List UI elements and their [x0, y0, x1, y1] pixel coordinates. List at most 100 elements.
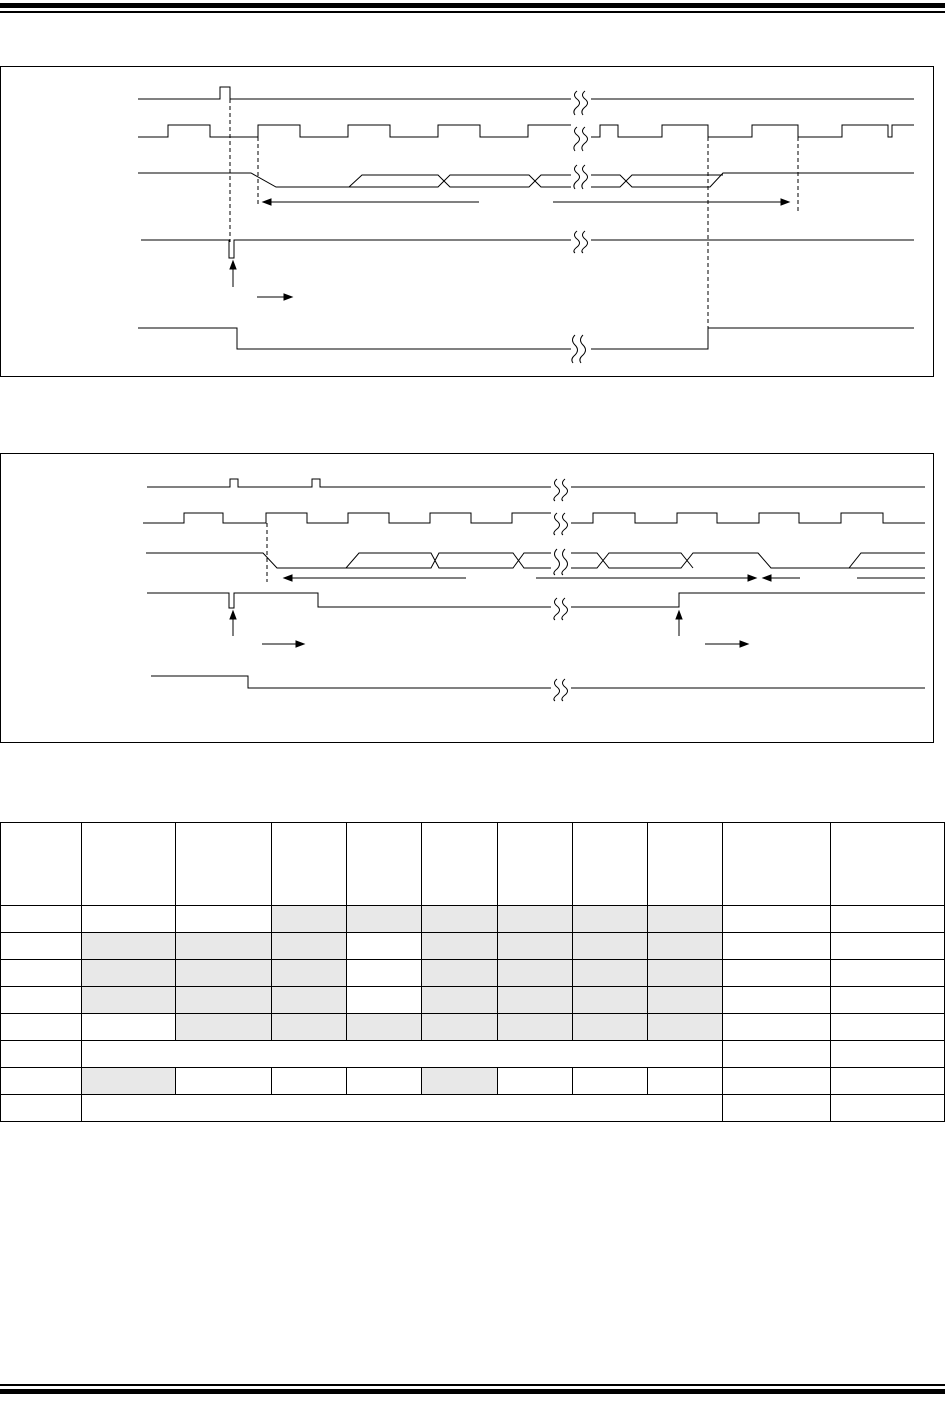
signal-data-bus-lower — [346, 552, 925, 569]
table-cell — [175, 905, 272, 933]
table-cell — [497, 932, 573, 960]
table-cell — [81, 905, 176, 933]
table-cell — [346, 959, 422, 987]
header-cell — [722, 822, 831, 906]
header-cell — [346, 822, 422, 906]
table-cell — [830, 905, 945, 933]
table-cell — [830, 1094, 945, 1122]
table-cell — [647, 1013, 723, 1041]
table-cell — [175, 1067, 272, 1095]
table-cell — [0, 1094, 82, 1122]
header-cell — [175, 822, 272, 906]
timing-diagram-2-svg — [143, 478, 925, 702]
header-cell — [647, 822, 723, 906]
table-cell — [421, 959, 498, 987]
table-row — [0, 905, 945, 933]
header-rule-thick — [0, 3, 945, 8]
signal-pulse — [138, 86, 914, 100]
signal-clock — [143, 512, 925, 524]
table-cell — [0, 932, 82, 960]
right-arrowhead — [283, 293, 294, 301]
table-cell — [0, 959, 82, 987]
table-cell — [346, 932, 422, 960]
timing-diagram-1-svg — [138, 86, 914, 364]
signal-strobe — [147, 592, 925, 609]
table-cell — [572, 905, 648, 933]
header-rule-thin — [0, 11, 945, 13]
table-cell — [421, 1067, 498, 1095]
signal-data-bus-lower — [349, 174, 723, 188]
timing-diagram-1 — [0, 66, 934, 377]
table-cell — [497, 905, 573, 933]
up-arrowhead — [229, 259, 237, 270]
table-row — [0, 986, 945, 1014]
table-cell — [271, 1013, 347, 1041]
table-cell — [271, 1067, 347, 1095]
table-cell — [497, 1067, 573, 1095]
header-cell — [421, 822, 498, 906]
table-cell — [830, 959, 945, 987]
table-row — [0, 1013, 945, 1041]
table-cell — [175, 986, 272, 1014]
table-cell — [830, 1013, 945, 1041]
table-cell — [722, 959, 831, 987]
table-header-row — [0, 822, 945, 906]
break-marker — [571, 90, 588, 364]
header-cell — [81, 822, 176, 906]
up-arrowhead-2 — [675, 609, 683, 620]
table-cell — [421, 1013, 498, 1041]
table-cell — [647, 932, 723, 960]
timing-diagram-2 — [0, 453, 934, 743]
table-cell — [830, 1067, 945, 1095]
right-arrowhead-2 — [739, 640, 750, 648]
table-cell — [722, 1013, 831, 1041]
table-cell — [0, 905, 82, 933]
table-cell — [647, 986, 723, 1014]
table-cell — [81, 1040, 723, 1068]
table-cell — [572, 986, 648, 1014]
break-marker — [553, 478, 568, 702]
signal-clock — [138, 124, 914, 138]
table-cell — [497, 986, 573, 1014]
table-cell — [830, 932, 945, 960]
table-cell — [0, 1067, 82, 1095]
table-cell — [722, 1040, 831, 1068]
table-cell — [81, 986, 176, 1014]
table-cell — [271, 986, 347, 1014]
table-cell — [0, 1013, 82, 1041]
table-cell — [497, 959, 573, 987]
table-row — [0, 1094, 945, 1122]
header-cell — [830, 822, 945, 906]
table-cell — [81, 932, 176, 960]
table-cell — [647, 905, 723, 933]
table-row — [0, 959, 945, 987]
span-arrowhead-left — [282, 574, 293, 582]
register-table — [0, 822, 945, 1122]
table-cell — [647, 1067, 723, 1095]
table-row — [0, 932, 945, 960]
header-cell — [271, 822, 347, 906]
table-cell — [497, 1013, 573, 1041]
table-cell — [175, 959, 272, 987]
header-cell — [572, 822, 648, 906]
signal-data-bus — [146, 552, 925, 569]
table-cell — [81, 959, 176, 987]
table-row — [0, 1040, 945, 1068]
dashed-marker — [229, 99, 799, 347]
table-cell — [572, 959, 648, 987]
footer-rule-thick — [0, 1389, 945, 1394]
table-cell — [175, 1013, 272, 1041]
table-cell — [722, 986, 831, 1014]
table-cell — [81, 1094, 723, 1122]
table-cell — [346, 905, 422, 933]
table-cell — [572, 1013, 648, 1041]
header-cell — [497, 822, 573, 906]
table-cell — [830, 1040, 945, 1068]
table-cell — [830, 986, 945, 1014]
table-cell — [722, 1094, 831, 1122]
table-cell — [722, 905, 831, 933]
table-row — [0, 1067, 945, 1095]
table-cell — [81, 1067, 176, 1095]
right-arrowhead-1 — [295, 640, 306, 648]
table-cell — [722, 1067, 831, 1095]
